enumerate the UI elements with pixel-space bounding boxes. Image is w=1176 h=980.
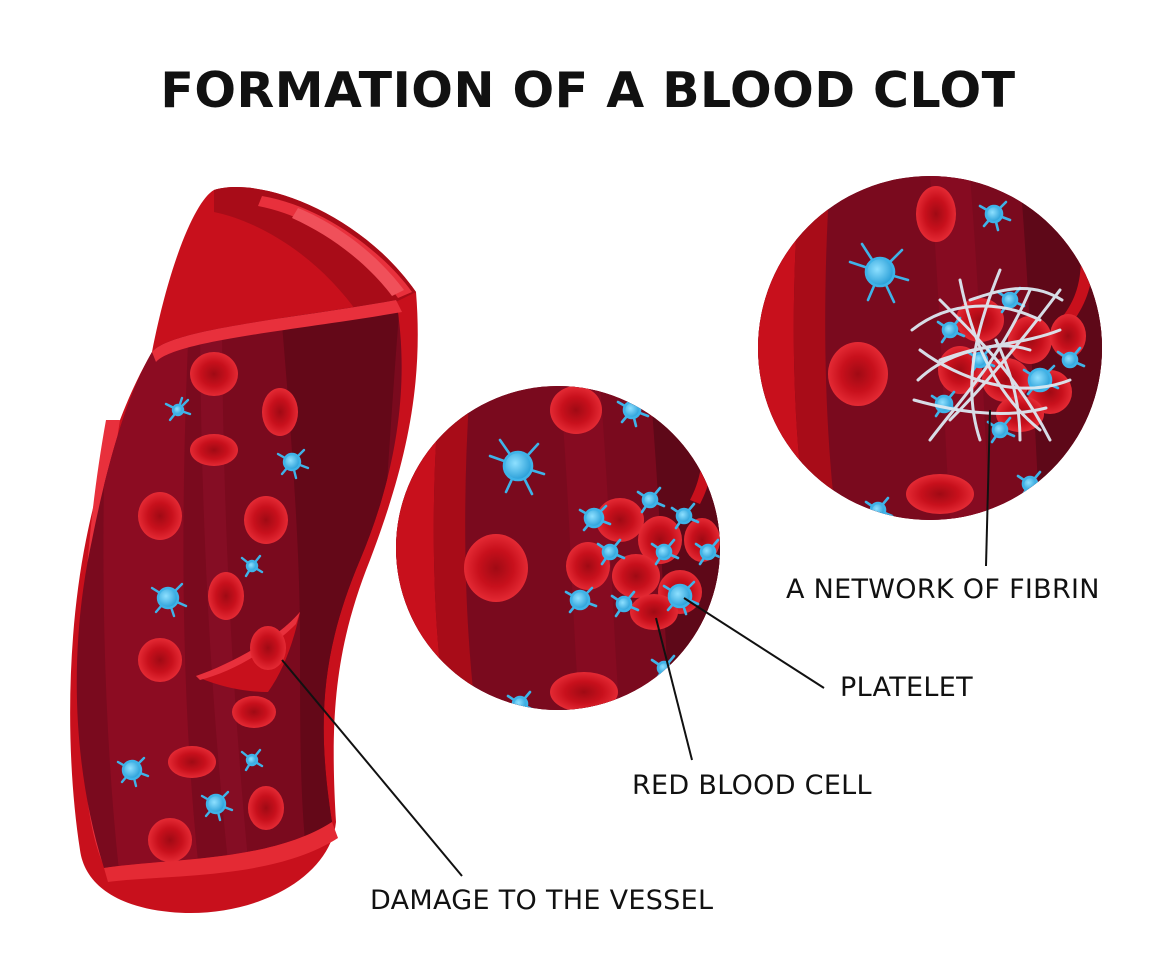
leader-fibrin <box>985 409 991 567</box>
zoom-circle-platelets <box>396 386 720 710</box>
label-red-blood-cell: RED BLOOD CELL <box>632 770 872 801</box>
vessel-platelets <box>116 396 310 822</box>
diagram-title: FORMATION OF A BLOOD CLOT <box>160 62 1016 119</box>
fibrin-strands <box>910 268 1072 442</box>
leader-lines <box>281 409 991 877</box>
leader-damage <box>281 659 463 877</box>
vessel-red-blood-cells <box>138 352 298 862</box>
label-network-of-fibrin: A NETWORK OF FIBRIN <box>786 574 1100 605</box>
label-damage-to-vessel: DAMAGE TO THE VESSEL <box>370 885 714 916</box>
leader-platelet <box>683 597 825 689</box>
leader-red-blood-cell <box>655 617 693 761</box>
zoom-circle-fibrin <box>758 176 1102 520</box>
label-platelet: PLATELET <box>840 672 973 703</box>
